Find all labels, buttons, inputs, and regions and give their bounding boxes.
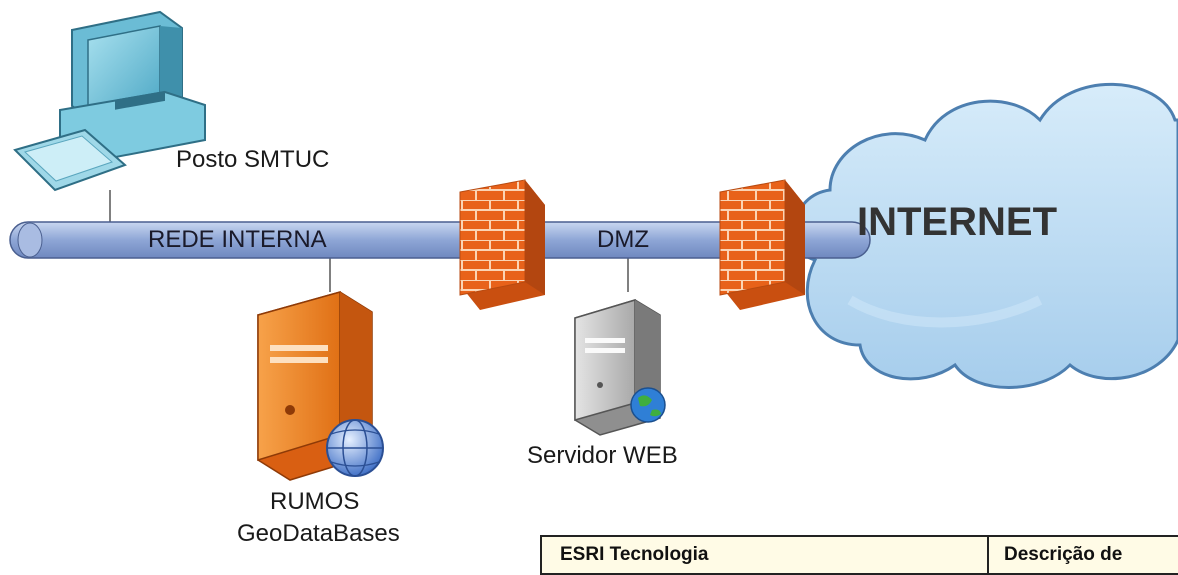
firewall-left-icon	[459, 179, 545, 310]
table-divider	[987, 537, 989, 573]
web-server-label: Servidor WEB	[527, 442, 678, 469]
internet-cloud	[792, 82, 1178, 389]
firewall-right-icon	[719, 179, 805, 310]
table-header-esri: ESRI Tecnologia	[560, 544, 709, 565]
db-server-label-line2: GeoDataBases	[237, 520, 400, 547]
internet-label: INTERNET	[857, 200, 1057, 244]
internal-network-label: REDE INTERNA	[148, 226, 327, 253]
table-header-description: Descrição de	[1004, 544, 1123, 565]
dmz-label: DMZ	[597, 226, 649, 253]
internal-network-bar	[9, 221, 871, 259]
web-server-icon	[574, 298, 666, 436]
technology-table-header: ESRI Tecnologia Descrição de	[540, 535, 1178, 575]
workstation-icon	[13, 10, 206, 192]
network-diagram: Posto SMTUC REDE INTERNA DMZ INTERNET Se…	[9, 10, 1178, 575]
db-server-icon	[257, 291, 384, 481]
workstation-label: Posto SMTUC	[176, 146, 330, 173]
db-server-label-line1: RUMOS	[270, 488, 360, 515]
